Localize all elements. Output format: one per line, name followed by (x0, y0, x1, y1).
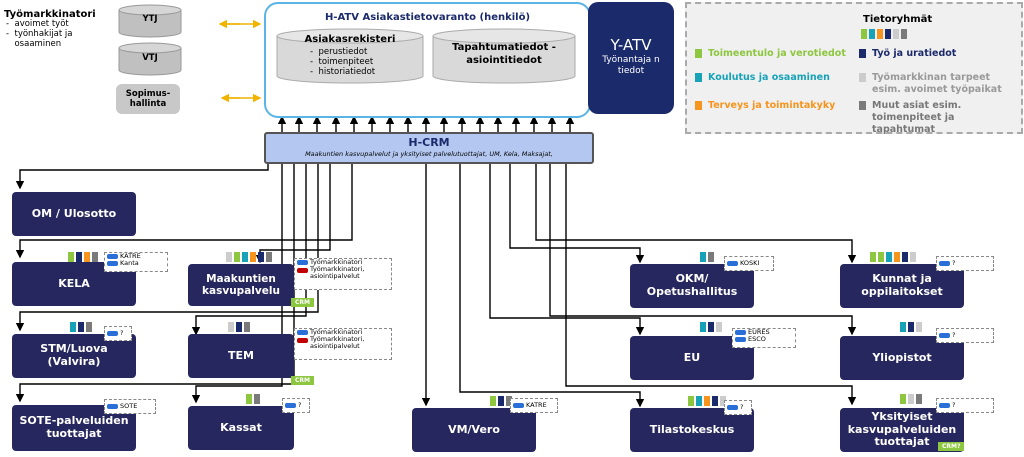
node-tem-color-bars (228, 322, 250, 332)
kunnat-system-tag: ? (936, 256, 994, 271)
legend-item-tyomarkkina: Työmarkkinan tarpeet esim. avoimet työpa… (859, 72, 1015, 96)
vtj-label: VTJ (142, 53, 158, 63)
ytj-database: YTJ (118, 4, 182, 38)
sote-system-tag: SOTE (104, 399, 156, 414)
eu-system-tag: EURES ESCO (732, 328, 796, 348)
list-item: - perustiedot (310, 47, 368, 57)
node-maakunnat-color-bars (226, 252, 272, 262)
tag-row-tmt: Työmarkkinatori (295, 259, 391, 266)
yksityiset-system-tag: ? (936, 398, 994, 413)
node-yliopistot: Yliopistot (840, 336, 964, 380)
list-item: - historiatiedot (310, 67, 376, 78)
tag-row-eures: EURES (733, 329, 795, 336)
legend-item-muut: Muut asiat esim. toimenpiteet ja tapahtu… (859, 100, 1017, 136)
node-tilasto-color-bars (688, 396, 726, 406)
yksityiset-crm-badge: CRM? (938, 442, 965, 451)
tyomarkkinatori-list: - avoimet työt - työnhakijat ja osaamine… (6, 19, 114, 49)
tem-system-tag: Työmarkkinatori Työmarkkinatori, asioint… (294, 328, 392, 360)
asiakasrekisteri-title: Asiakasrekisteri (304, 34, 396, 45)
tag-row-esco: ESCO (733, 336, 795, 343)
tapahtumatiedot-label: Tapahtumatiedot -asiointitiedot (452, 42, 556, 66)
list-item: - työnhakijat ja osaaminen (6, 28, 73, 49)
node-tilastokeskus: Tilastokeskus (630, 408, 754, 452)
legend-color-bar (861, 29, 907, 39)
y-atv-subtitle: Työnantaja n tiedot (602, 55, 660, 76)
node-okm-color-bars (700, 252, 714, 262)
vm-system-tag: KATRE (510, 398, 558, 413)
y-atv-box: Y-ATV Työnantaja n tiedot (588, 2, 674, 114)
sopimushallinta-label: Sopimus-hallinta (125, 88, 171, 109)
legend-item-tyo: Työ ja uratiedot (859, 48, 956, 59)
vtj-database: VTJ (118, 42, 182, 76)
node-tem: TEM (188, 334, 294, 378)
tag-row-tmt2: Työmarkkinatori, asiointipalvelut (295, 266, 391, 280)
tag-row-katre: KATRE (105, 253, 167, 260)
legend-title: Tietoryhmät (863, 14, 933, 25)
asiakasrekisteri-list: - perustiedot - toimenpiteet - historiat… (310, 47, 375, 78)
asiakasrekisteri-database: Asiakasrekisteri - perustiedot - toimenp… (276, 28, 424, 84)
tyomarkkinatori-title: Työmarkkinatori (4, 9, 96, 20)
h-crm-box: H-CRM Maakuntien kasvupalvelut ja yksity… (264, 132, 594, 164)
maakunnat-system-tag: Työmarkkinatori Työmarkkinatori, asioint… (294, 258, 392, 290)
legend-item-terveys: Terveys ja toimintakyky (695, 100, 835, 111)
tilasto-system-tag: ? (724, 400, 752, 415)
stm-system-tag: ? (104, 326, 132, 341)
h-crm-subtitle: Maakuntien kasvupalvelut ja yksityiset p… (305, 150, 553, 158)
h-atv-container: H-ATV Asiakastietovaranto (henkilö) Asia… (264, 2, 591, 118)
okm-system-tag: KOSKI (724, 256, 774, 271)
node-kassat: Kassat (188, 406, 294, 450)
node-stm-color-bars (70, 322, 92, 332)
node-vm-color-bars (490, 396, 512, 406)
node-kunnat-color-bars (870, 252, 916, 262)
node-maakuntien-kasvupalvelu: Maakuntien kasvupalvelu (188, 264, 294, 306)
legend-box: Tietoryhmät Toimeentulo ja verotiedot Ty… (685, 2, 1023, 136)
tapahtumatiedot-database: Tapahtumatiedot -asiointitiedot (432, 28, 576, 84)
node-kela-color-bars (68, 252, 98, 262)
node-yliopistot-color-bars (900, 322, 922, 332)
y-atv-title: Y-ATV (610, 36, 652, 54)
legend-item-toimeentulo: Toimeentulo ja verotiedot (695, 48, 846, 59)
node-eu-color-bars (700, 322, 722, 332)
legend-item-koulutus: Koulutus ja osaaminen (695, 72, 830, 83)
node-om-ulosotto: OM / Ulosotto (12, 192, 136, 236)
node-stm-luova: STM/Luova (Valvira) (12, 334, 136, 378)
tem-crm-badge: CRM (291, 376, 314, 385)
kassat-system-tag: ? (282, 398, 310, 413)
h-atv-title: H-ATV Asiakastietovaranto (henkilö) (324, 12, 531, 23)
tag-row-kanta: Kanta (105, 260, 167, 267)
ytj-label: YTJ (142, 14, 158, 24)
kela-system-tag: KATRE Kanta (104, 252, 168, 272)
node-yksityiset: Yksityiset kasvupalveluiden tuottajat (840, 408, 964, 452)
tyomarkkinatori-block: Työmarkkinatori - avoimet työt - työnhak… (4, 9, 114, 49)
tag-row-tmt: Työmarkkinatori (295, 329, 391, 336)
node-okm: OKM/ Opetushallitus (630, 264, 754, 308)
list-item: - toimenpiteet (310, 57, 374, 68)
node-yksityiset-color-bars (900, 394, 922, 404)
maakunnat-crm-badge: CRM (291, 298, 314, 307)
tag-row-tmt2: Työmarkkinatori, asiointipalvelut (295, 336, 391, 350)
node-kassat-color-bars (246, 394, 260, 404)
node-kunnat: Kunnat ja oppilaitokset (840, 264, 964, 308)
yliopistot-system-tag: ? (936, 328, 994, 343)
node-vm-vero: VM/Vero (412, 408, 536, 452)
list-item: - avoimet työt (6, 19, 69, 29)
h-crm-title: H-CRM (408, 136, 450, 149)
sopimushallinta-box: Sopimus-hallinta (116, 84, 180, 114)
